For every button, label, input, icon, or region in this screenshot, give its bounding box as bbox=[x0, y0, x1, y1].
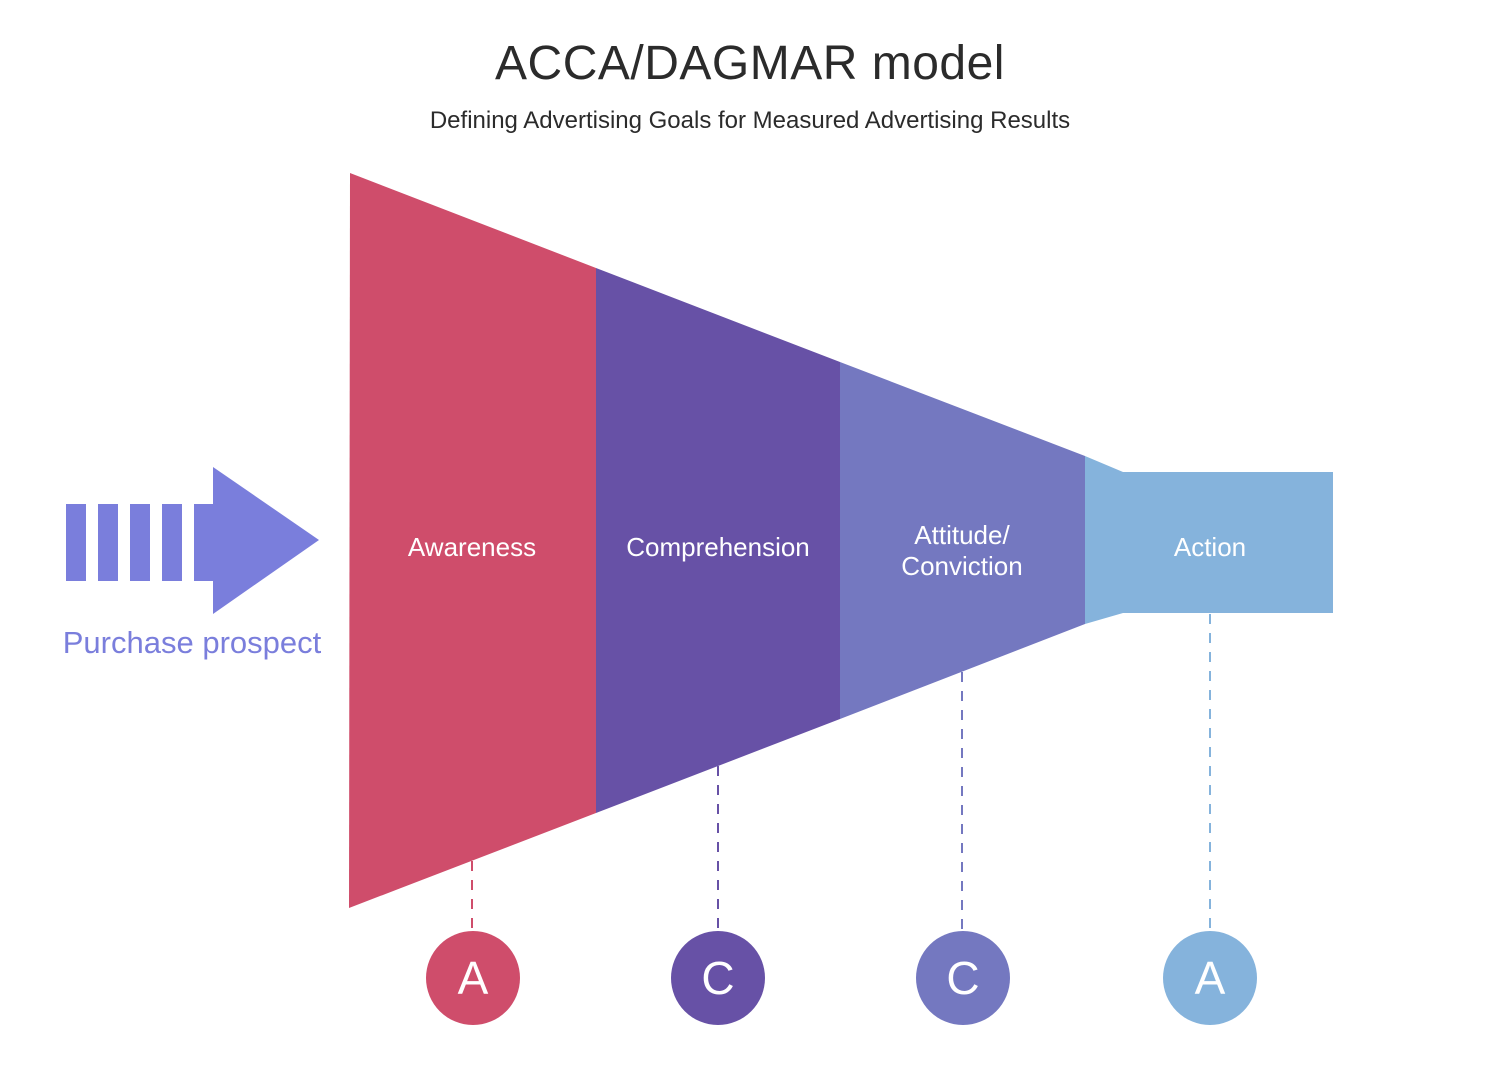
funnel-segment-action bbox=[1085, 456, 1333, 624]
badge-letter-comprehension: C bbox=[701, 952, 734, 1004]
page-title: ACCA/DAGMAR model bbox=[495, 37, 1005, 90]
arrow-dash-bar-2 bbox=[98, 504, 118, 581]
badge-circle-awareness bbox=[426, 931, 520, 1025]
stage-label-awareness: Awareness bbox=[408, 532, 536, 562]
funnel-segment-attitude-conviction bbox=[840, 362, 1085, 719]
page-subtitle: Defining Advertising Goals for Measured … bbox=[430, 107, 1070, 134]
letter-badges: A C C A bbox=[426, 931, 1257, 1025]
funnel-segment-comprehension bbox=[596, 268, 840, 813]
purchase-prospect-arrow: Purchase prospect bbox=[63, 467, 322, 660]
stage-label-attitude-line1: Attitude/ bbox=[914, 520, 1010, 550]
funnel-segment-awareness bbox=[349, 173, 596, 908]
arrow-dash-bar-4 bbox=[162, 504, 182, 581]
connectors bbox=[471, 614, 1211, 929]
badge-circle-attitude-conviction bbox=[916, 931, 1010, 1025]
arrow-dash-bar-3 bbox=[130, 504, 150, 581]
arrow-head-icon bbox=[194, 467, 319, 614]
funnel: Awareness Comprehension Attitude/ Convic… bbox=[349, 173, 1333, 908]
purchase-prospect-label: Purchase prospect bbox=[63, 625, 322, 660]
stage-label-attitude-line2: Conviction bbox=[901, 551, 1022, 581]
badge-letter-attitude-conviction: C bbox=[946, 952, 979, 1004]
badge-circle-comprehension bbox=[671, 931, 765, 1025]
badge-letter-action: A bbox=[1195, 952, 1226, 1004]
arrow-dash-bar-1 bbox=[66, 504, 86, 581]
stage-label-action: Action bbox=[1174, 532, 1246, 562]
stage-label-comprehension: Comprehension bbox=[626, 532, 810, 562]
badge-letter-awareness: A bbox=[458, 952, 489, 1004]
badge-circle-action bbox=[1163, 931, 1257, 1025]
